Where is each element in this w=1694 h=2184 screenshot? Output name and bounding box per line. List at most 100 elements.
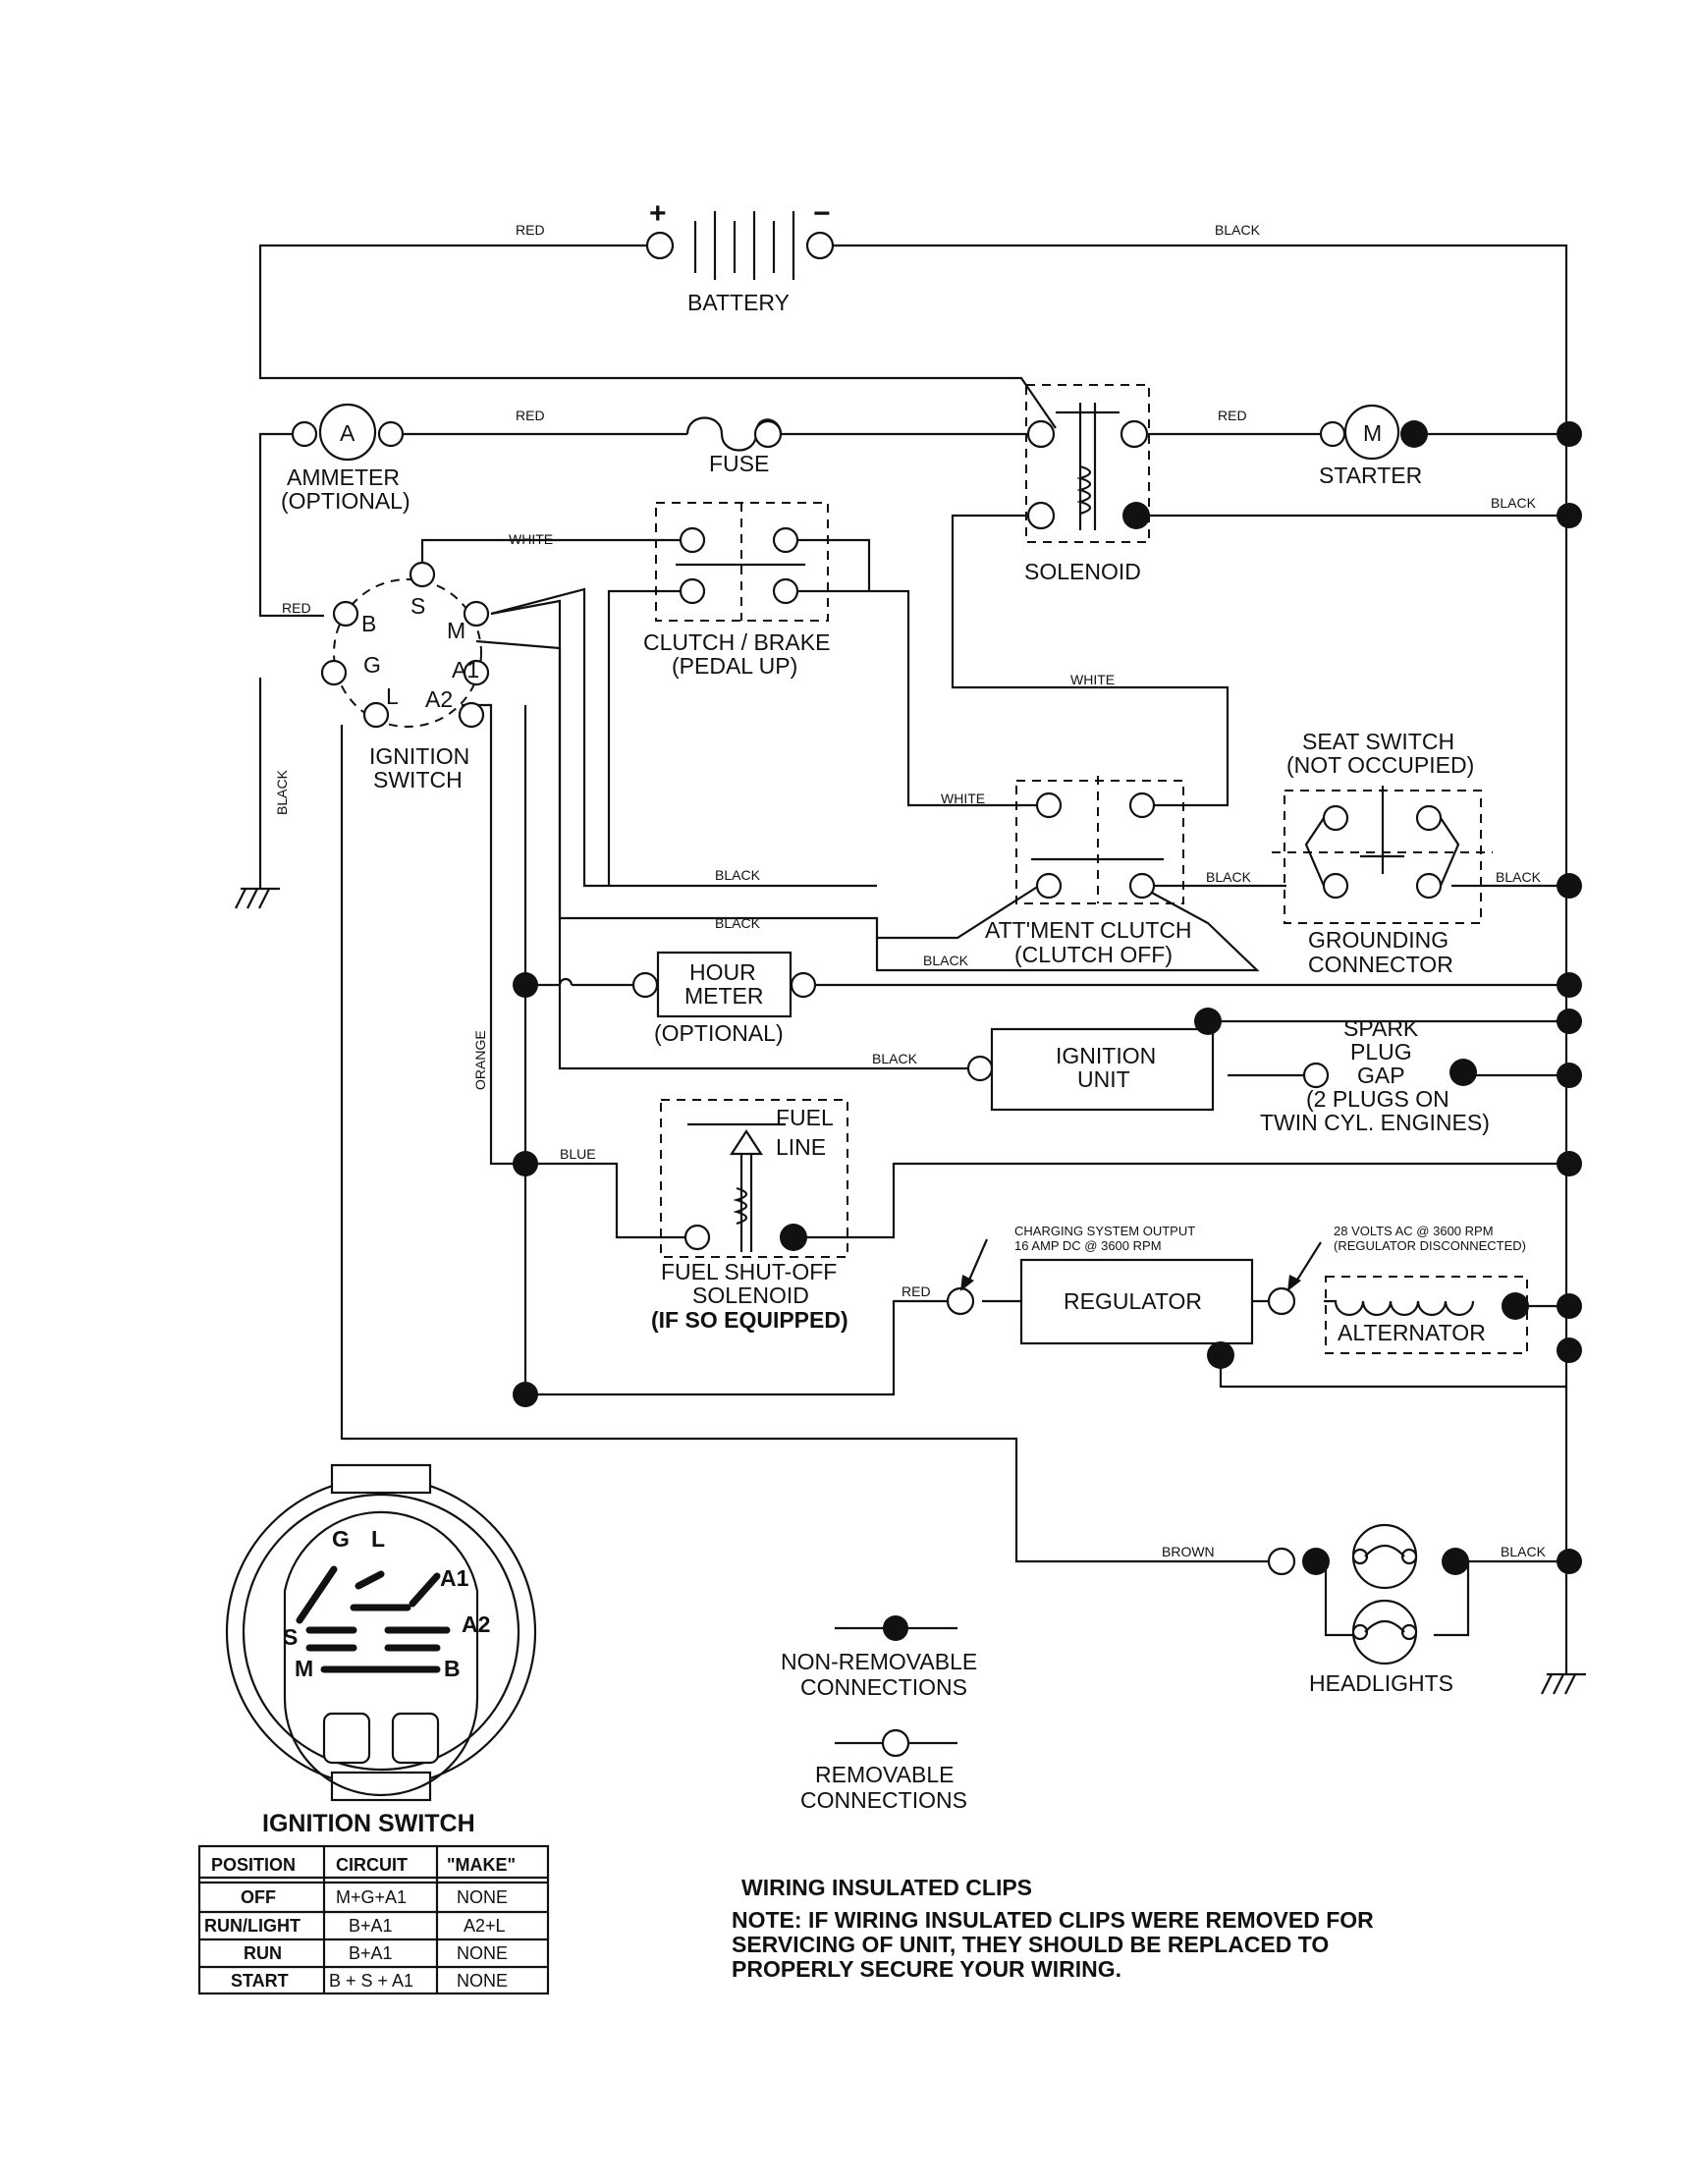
seat-switch-label-2: (NOT OCCUPIED) bbox=[1286, 752, 1474, 778]
grounding-label-2: CONNECTOR bbox=[1308, 952, 1453, 977]
terminal-s-contact bbox=[409, 561, 436, 588]
legend: NON-REMOVABLE CONNECTIONS REMOVABLE CONN… bbox=[781, 1615, 977, 1813]
clutch-brake-label-2: (PEDAL UP) bbox=[672, 653, 797, 679]
battery-positive-terminal bbox=[645, 231, 675, 260]
clutch-brake-switch: CLUTCH / BRAKE (PEDAL UP) bbox=[643, 502, 830, 679]
terminal-g-contact bbox=[320, 659, 348, 686]
wires bbox=[235, 244, 1586, 1695]
wire-label-red-b: RED bbox=[282, 600, 311, 616]
wire-label-black-clutch-1: BLACK bbox=[715, 867, 761, 883]
volts-label-2: (REGULATOR DISCONNECTED) bbox=[1334, 1238, 1526, 1253]
wire-label-black-seat-out: BLACK bbox=[1496, 869, 1542, 885]
wire-label-red-top: RED bbox=[516, 222, 545, 238]
starter-symbol: M bbox=[1363, 420, 1382, 446]
face-label-a2: A2 bbox=[462, 1611, 490, 1637]
seat-switch: SEAT SWITCH (NOT OCCUPIED) GROUNDING CON… bbox=[1272, 729, 1493, 977]
ignition-switch-face: G L A1 A2 S M B IGNITION SWITCH bbox=[225, 1463, 537, 1837]
alternator: ALTERNATOR bbox=[1324, 1276, 1529, 1354]
table-cell: B+A1 bbox=[349, 1916, 393, 1936]
terminal-a1-contact bbox=[463, 659, 490, 686]
face-label-g: G bbox=[332, 1526, 350, 1552]
wire-label-black-solenoid: BLACK bbox=[1491, 495, 1537, 511]
regulator: REGULATOR CHARGING SYSTEM OUTPUT 16 AMP … bbox=[946, 1224, 1526, 1369]
starter: M STARTER bbox=[1319, 404, 1428, 488]
terminal-a2-contact bbox=[458, 701, 485, 729]
regulator-label: REGULATOR bbox=[1064, 1288, 1202, 1314]
ignition-switch-label-1: IGNITION bbox=[369, 743, 469, 769]
spark-label-1: SPARK bbox=[1343, 1015, 1419, 1041]
face-label-s: S bbox=[283, 1624, 298, 1650]
junction-nodes bbox=[513, 421, 1582, 1574]
table-header-circuit: CIRCUIT bbox=[336, 1855, 408, 1875]
alternator-label: ALTERNATOR bbox=[1338, 1320, 1486, 1345]
terminal-s-label: S bbox=[410, 593, 425, 619]
battery-plus-sign: + bbox=[649, 197, 667, 230]
wire-label-white-solenoid: WHITE bbox=[1070, 672, 1115, 687]
hour-meter-label-2: METER bbox=[684, 983, 764, 1009]
hour-meter: HOUR METER (OPTIONAL) bbox=[558, 951, 817, 1046]
switch-table: POSITION CIRCUIT "MAKE" OFF M+G+A1 NONE … bbox=[197, 1844, 550, 1995]
terminal-a2-label: A2 bbox=[425, 686, 453, 712]
face-label-l: L bbox=[371, 1526, 385, 1552]
wire-label-black-clutch-3: BLACK bbox=[923, 953, 969, 968]
fuel-line-label-2: LINE bbox=[776, 1134, 826, 1160]
headlights: HEADLIGHTS bbox=[1267, 1523, 1469, 1696]
legend-removable-label-1: REMOVABLE bbox=[815, 1762, 954, 1787]
terminal-m-contact bbox=[463, 600, 490, 628]
ammeter-label: AMMETER bbox=[287, 464, 400, 490]
wire-label-orange: ORANGE bbox=[472, 1030, 488, 1090]
switch-face-title: IGNITION SWITCH bbox=[262, 1810, 475, 1837]
table-header-make: "MAKE" bbox=[447, 1855, 516, 1875]
fuel-sol-label-2: SOLENOID bbox=[692, 1283, 809, 1308]
fuel-shutoff-solenoid: FUEL LINE FUEL SHUT-OFF SOLENOID (IF SO … bbox=[651, 1099, 848, 1333]
wire-label-blue: BLUE bbox=[560, 1146, 596, 1162]
terminal-b-contact bbox=[332, 600, 359, 628]
legend-removable-label-2: CONNECTIONS bbox=[800, 1787, 967, 1813]
table-cell: B+A1 bbox=[349, 1943, 393, 1963]
terminal-l-label: L bbox=[386, 683, 399, 709]
starter-label: STARTER bbox=[1319, 463, 1422, 488]
seat-switch-label-1: SEAT SWITCH bbox=[1302, 729, 1454, 754]
ammeter-symbol: A bbox=[340, 420, 355, 446]
wire-label-black-clutch-2: BLACK bbox=[715, 915, 761, 931]
spark-label-3: GAP bbox=[1357, 1063, 1405, 1088]
note-title: WIRING INSULATED CLIPS bbox=[741, 1875, 1032, 1900]
table-cell: NONE bbox=[457, 1971, 508, 1991]
fuel-line-label-1: FUEL bbox=[776, 1105, 834, 1130]
grounding-label-1: GROUNDING bbox=[1308, 927, 1448, 953]
face-label-m: M bbox=[295, 1656, 313, 1681]
ignition-switch-label-2: SWITCH bbox=[373, 767, 463, 792]
spark-plug-gap: SPARK PLUG GAP (2 PLUGS ON TWIN CYL. ENG… bbox=[1260, 1015, 1490, 1135]
terminal-b-label: B bbox=[361, 611, 376, 636]
face-label-b: B bbox=[444, 1656, 461, 1681]
terminal-a1-label: A1 bbox=[452, 657, 479, 682]
spark-label-5: TWIN CYL. ENGINES) bbox=[1260, 1110, 1490, 1135]
table-row: RUN bbox=[244, 1943, 282, 1963]
wire-label-black-seat-in: BLACK bbox=[1206, 869, 1252, 885]
legend-nonremovable-label-2: CONNECTIONS bbox=[800, 1674, 967, 1700]
battery-label: BATTERY bbox=[687, 290, 790, 315]
wire-label-black-ground: BLACK bbox=[274, 769, 290, 815]
ignition-unit-label-1: IGNITION bbox=[1056, 1043, 1156, 1068]
ignition-unit: IGNITION UNIT bbox=[966, 1008, 1222, 1112]
fuse: FUSE bbox=[685, 416, 783, 476]
legend-removable-symbol bbox=[881, 1728, 910, 1758]
spark-label-4: (2 PLUGS ON bbox=[1306, 1086, 1449, 1112]
wiring-note: WIRING INSULATED CLIPS NOTE: IF WIRING I… bbox=[732, 1875, 1374, 1982]
attment-clutch-switch: ATT'MENT CLUTCH (CLUTCH OFF) bbox=[985, 776, 1192, 967]
volts-label-1: 28 VOLTS AC @ 3600 RPM bbox=[1334, 1224, 1494, 1238]
wire-label-black-top: BLACK bbox=[1215, 222, 1261, 238]
clutch-brake-label-1: CLUTCH / BRAKE bbox=[643, 629, 830, 655]
table-row: START bbox=[231, 1971, 289, 1991]
solenoid-label: SOLENOID bbox=[1024, 559, 1141, 584]
ammeter: A AMMETER (OPTIONAL) bbox=[281, 403, 410, 514]
table-cell: NONE bbox=[457, 1943, 508, 1963]
attment-label-2: (CLUTCH OFF) bbox=[1014, 942, 1173, 967]
battery-negative-terminal bbox=[805, 231, 835, 260]
attment-label-1: ATT'MENT CLUTCH bbox=[985, 917, 1192, 943]
fuel-sol-label-3: (IF SO EQUIPPED) bbox=[651, 1307, 848, 1333]
wire-label-white-s: WHITE bbox=[509, 531, 553, 547]
table-row: RUN/LIGHT bbox=[204, 1916, 301, 1936]
wire-label-red-starter: RED bbox=[1218, 408, 1247, 423]
